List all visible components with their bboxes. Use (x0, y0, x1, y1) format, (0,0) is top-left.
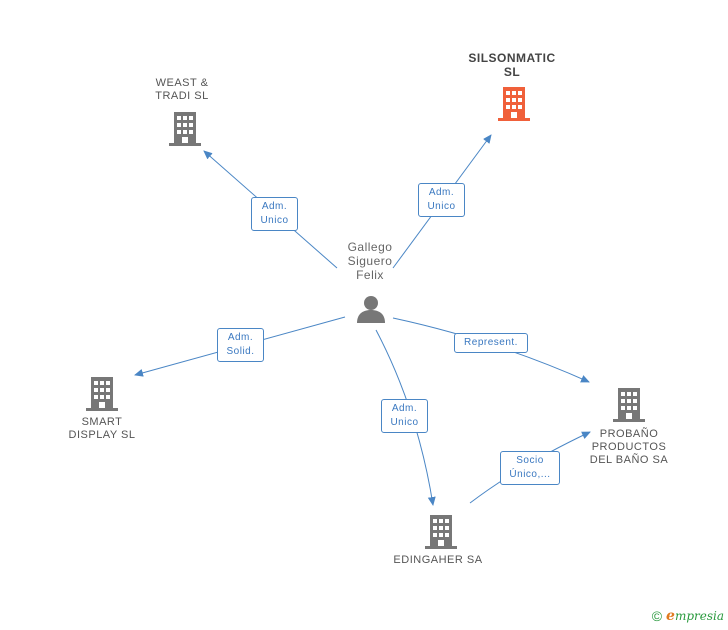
relation-label-edingaher[interactable]: Adm. Unico (381, 399, 428, 433)
smart-building-icon[interactable] (86, 377, 118, 411)
relation-label-weast[interactable]: Adm. Unico (251, 197, 298, 231)
relation-label-smart[interactable]: Adm. Solid. (217, 328, 264, 362)
copyright-symbol: © (651, 608, 663, 624)
edingaher-building-icon[interactable] (425, 515, 457, 549)
person-name-label[interactable]: Gallego Siguero Felix (347, 240, 393, 282)
weast-name-label[interactable]: WEAST & TRADI SL (155, 77, 209, 102)
empresia-logo: © empresia (652, 608, 724, 624)
probano-building-icon[interactable] (613, 388, 645, 422)
silsonmatic-name-label[interactable]: SILSONMATIC SL (468, 51, 556, 79)
relation-label-edingaher-probano[interactable]: Socio Único,... (500, 451, 560, 485)
relation-label-probano[interactable]: Represent. (454, 333, 528, 353)
person-icon[interactable] (356, 295, 386, 323)
brand-name: empresia (666, 608, 724, 624)
smart-name-label[interactable]: SMART DISPLAY SL (68, 416, 136, 441)
weast-building-icon[interactable] (169, 112, 201, 146)
relation-label-silsonmatic[interactable]: Adm. Unico (418, 183, 465, 217)
probano-name-label[interactable]: PROBAÑO PRODUCTOS DEL BAÑO SA (589, 428, 669, 466)
edingaher-name-label[interactable]: EDINGAHER SA (393, 554, 483, 566)
silsonmatic-building-icon[interactable] (498, 87, 530, 121)
